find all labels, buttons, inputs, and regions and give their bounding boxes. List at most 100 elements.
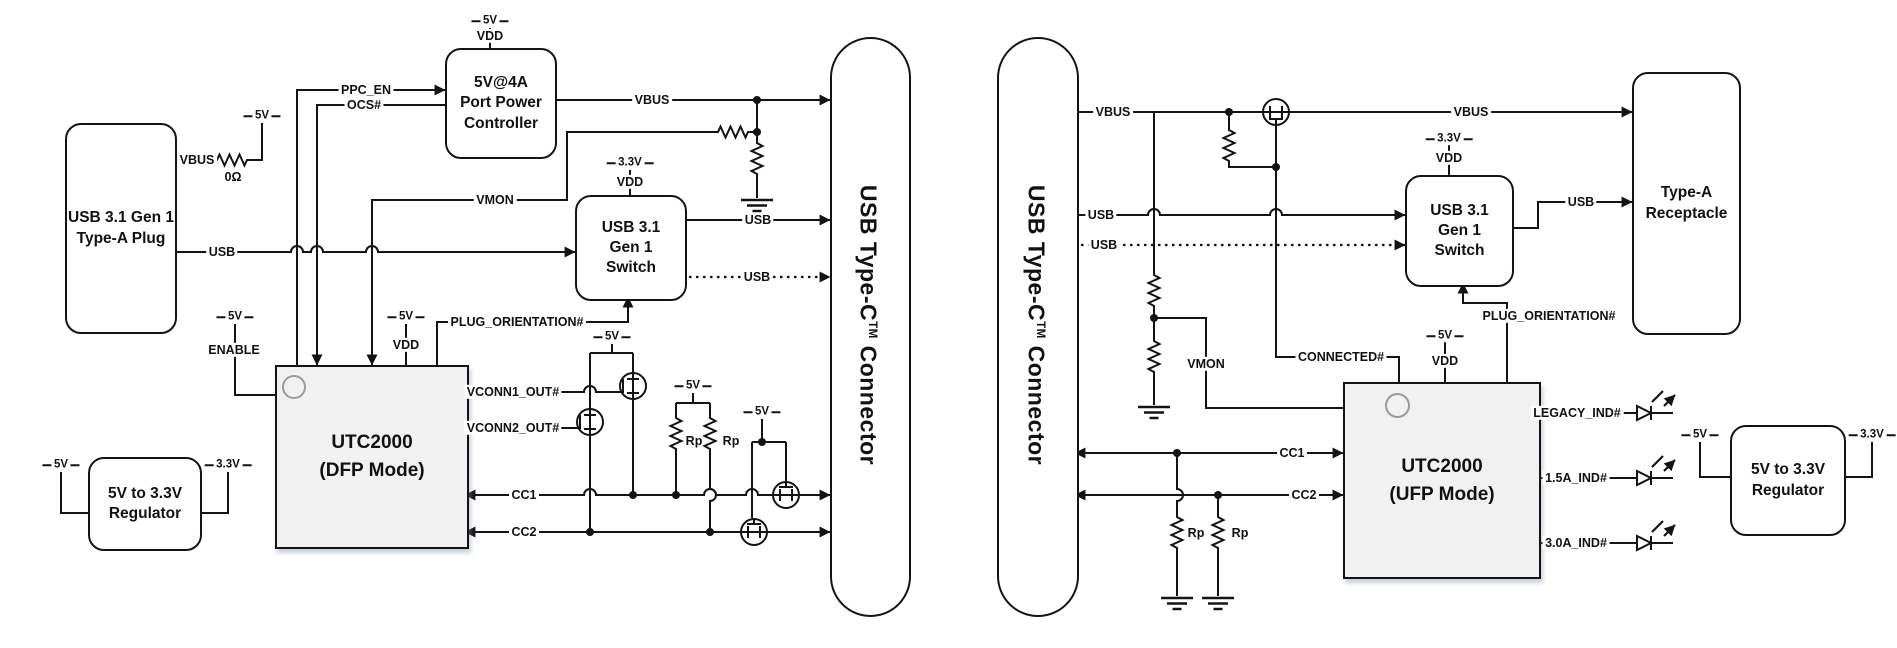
typea-receptacle-line1: Type-A: [1660, 184, 1713, 202]
ground-icon: [1161, 596, 1193, 611]
block-regulator-right: 5V to 3.3V Regulator: [1730, 425, 1846, 536]
resistor-icon: [1210, 514, 1226, 551]
signal-label-vdd: VDD: [1429, 353, 1461, 369]
signal-label-rp2: Rp: [1231, 525, 1249, 540]
power-tap-5v: 5V: [674, 380, 712, 392]
signal-label-vmon: VMON: [473, 192, 517, 208]
tap-value: 5V: [754, 405, 770, 418]
connector-name-2: Connector: [1023, 338, 1050, 466]
junction-dots: [1150, 108, 1280, 499]
utc2000-dfp-line1: UTC2000: [331, 432, 413, 454]
power-tap-3v3: 3.3V: [1848, 429, 1896, 441]
ground-icon: [741, 198, 773, 213]
pin1-marker-icon: [1385, 393, 1410, 418]
signal-label-vdd: VDD: [1433, 150, 1465, 166]
typea-plug-line1: USB 3.1 Gen 1: [68, 209, 174, 227]
switch-line1: USB 3.1: [601, 218, 661, 236]
tap-value: 3.3V: [216, 458, 240, 471]
signal-label-connected: CONNECTED#: [1295, 349, 1387, 365]
resistor-icon: [1221, 127, 1237, 164]
regulator-right-line2: Regulator: [1751, 481, 1825, 499]
wire-ppc-en: [296, 84, 446, 365]
power-tap-5v: 5V: [743, 405, 781, 418]
signal-label-ppc-en: PPC_EN: [338, 82, 394, 98]
ppc-line2: Port Power: [460, 94, 542, 112]
signal-label-rp1: Rp: [685, 433, 703, 448]
signal-label-30a-ind: 3.0A_IND#: [1542, 535, 1610, 551]
signal-label-enable: ENABLE: [205, 342, 263, 358]
wire-plug-orientation: [1457, 282, 1508, 382]
typea-receptacle-line2: Receptacle: [1645, 204, 1728, 222]
resistor-icon: [702, 415, 718, 452]
power-tap-3v3: 3.3V: [606, 156, 654, 169]
tap-value: 5V: [227, 310, 243, 323]
junction-dots: [586, 96, 766, 536]
signal-label-plug-orientation: PLUG_ORIENTATION#: [448, 314, 586, 330]
switch-line3: Switch: [1434, 242, 1485, 260]
power-tap-5v: 5V: [42, 459, 80, 471]
signal-label-cc1: CC1: [508, 487, 540, 503]
block-typea-plug: USB 3.1 Gen 1 Type-A Plug: [65, 123, 177, 334]
signal-label-vconn2: VCONN2_OUT#: [464, 420, 562, 436]
left-diagram: [60, 28, 832, 546]
signal-label-usb-switch: USB: [742, 212, 774, 228]
block-port-power-controller: 5V@4A Port Power Controller: [445, 48, 557, 159]
signal-label-rp1: Rp: [1187, 525, 1205, 540]
tap-value: 3.3V: [618, 156, 642, 169]
tm-mark: TM: [866, 321, 879, 339]
wire-usb-solid: [1075, 208, 1406, 221]
connector-name: USB Type-C: [855, 184, 882, 322]
mosfet-icon: [772, 481, 800, 509]
power-tap-5v: 5V: [593, 331, 631, 343]
typea-plug-line2: Type-A Plug: [76, 229, 166, 247]
signal-label-15a-ind: 1.5A_IND#: [1542, 470, 1610, 486]
wire-ccgate-rail: [751, 419, 787, 518]
wire-vmon: [366, 131, 715, 366]
signal-label-vconn1: VCONN1_OUT#: [464, 384, 562, 400]
signal-label-cc1: CC1: [1276, 445, 1308, 461]
tap-value: 5V: [398, 310, 414, 323]
signal-label-usb: USB: [1565, 194, 1597, 210]
signal-label-vdd: VDD: [474, 28, 506, 44]
signal-label-cc2: CC2: [1288, 487, 1320, 503]
wire-regulator: [60, 472, 229, 514]
switch-line2: Gen 1: [609, 238, 653, 256]
wire-enable: [234, 324, 275, 396]
regulator-right-line1: 5V to 3.3V: [1750, 461, 1826, 479]
resistor-icon: [1169, 514, 1185, 551]
block-usb-switch-left: USB 3.1 Gen 1 Switch: [575, 195, 687, 301]
resistor-icon: [1146, 272, 1162, 309]
led-icon: [1636, 456, 1675, 487]
block-typec-connector-right: [997, 37, 1079, 617]
switch-line1: USB 3.1: [1430, 201, 1489, 219]
signal-label-vdd: VDD: [390, 337, 422, 353]
ppc-line3: Controller: [463, 114, 539, 132]
led-icon: [1636, 521, 1675, 552]
resistor-icon: [749, 140, 765, 177]
power-tap-5v: 5V: [387, 310, 425, 323]
tm-mark: TM: [1034, 321, 1047, 339]
resistor-icon: [715, 124, 751, 140]
power-tap-3v3: 3.3V: [204, 458, 252, 471]
block-utc2000-ufp: UTC2000 (UFP Mode): [1343, 382, 1541, 579]
power-tap-5v: 5V: [1426, 330, 1464, 342]
wire-regulator: [1699, 442, 1873, 478]
wire-cc1: [464, 488, 831, 501]
wire-vbus-tap: [250, 123, 263, 161]
resistor-icon: [214, 152, 250, 168]
signal-label-vdd: VDD: [614, 174, 646, 190]
signal-label-usb-dotted: USB: [741, 269, 773, 285]
signal-label-vbus: VBUS: [1093, 104, 1133, 120]
mosfet-icon: [740, 518, 768, 546]
typec-connector-left-label: USB Type-CTM Connector: [855, 185, 882, 465]
signal-label-usb: USB: [206, 244, 238, 260]
signal-label-0ohm: 0Ω: [224, 169, 242, 184]
signal-label-cc2: CC2: [508, 524, 540, 540]
signal-label-legacy-ind: LEGACY_IND#: [1530, 405, 1624, 421]
block-typea-receptacle: Type-A Receptacle: [1632, 72, 1741, 335]
mosfet-icon: [619, 372, 647, 400]
signal-label-rp2: Rp: [722, 433, 740, 448]
resistor-icon: [1146, 338, 1162, 375]
typec-connector-right-label: USB Type-CTM Connector: [1023, 185, 1050, 465]
